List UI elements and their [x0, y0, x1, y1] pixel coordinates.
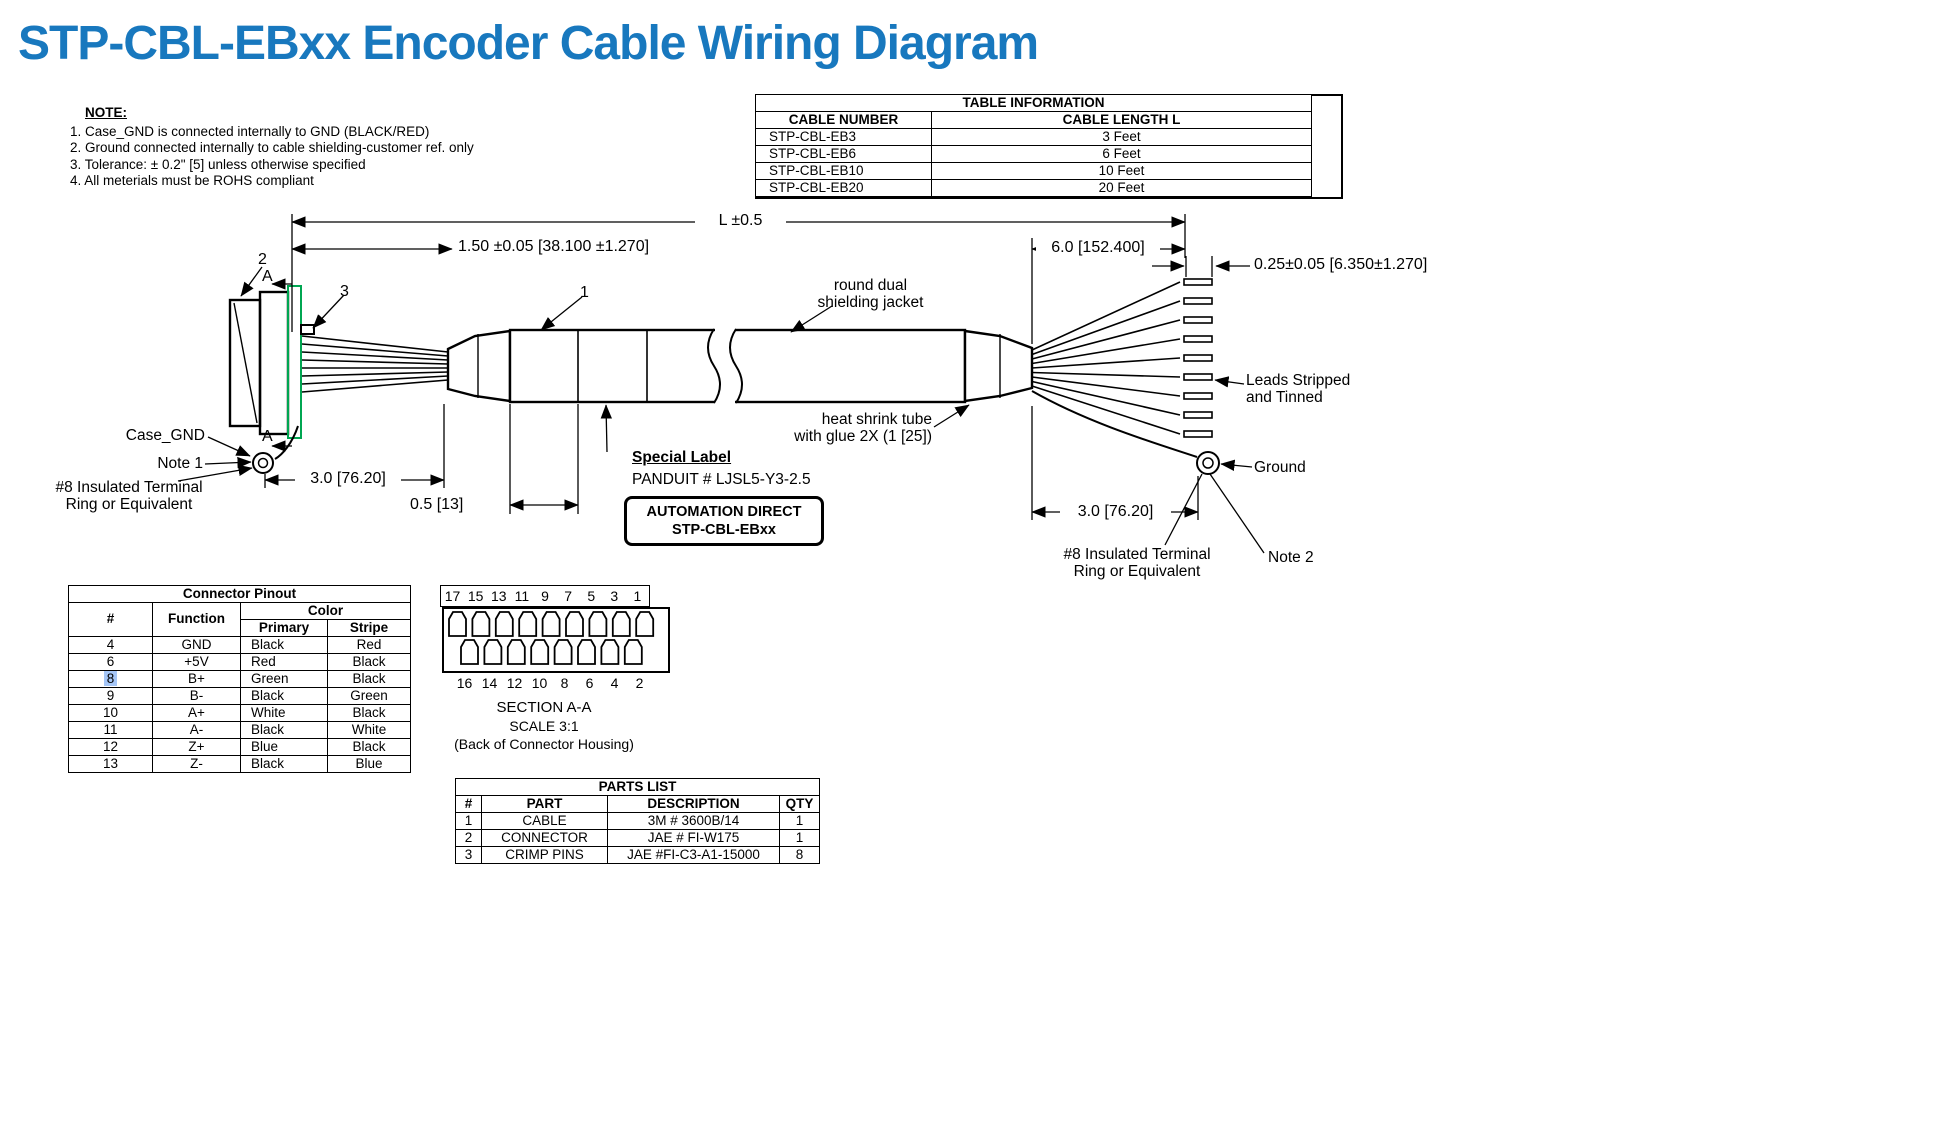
- table-row: Primary Stripe: [69, 619, 411, 637]
- left-ground-ring: [252, 425, 299, 474]
- table-row: # PART DESCRIPTION QTY: [455, 795, 821, 813]
- table-row: # Function Color: [68, 602, 411, 637]
- right-leads: [1031, 278, 1213, 438]
- table-row: Connector Pinout: [68, 585, 411, 603]
- callout-1: 1: [580, 284, 589, 301]
- section-marker-a-bottom: A: [262, 428, 273, 445]
- section-aa-scale: SCALE 3:1: [509, 718, 579, 734]
- page-title: STP-CBL-EBxx Encoder Cable Wiring Diagra…: [18, 17, 1039, 70]
- parts-list-title: PARTS LIST: [454, 778, 821, 796]
- label-terminal-ring-right: #8 Insulated Terminal Ring or Equivalent: [1063, 546, 1211, 580]
- brand-line-2: STP-CBL-EBxx: [672, 522, 776, 538]
- col-num: #: [68, 602, 153, 637]
- dim-overall: L ±0.5: [695, 212, 786, 230]
- col-function: Function: [152, 602, 241, 637]
- dim-right-section: 6.0 [152.400]: [1036, 239, 1160, 257]
- col-primary: Primary: [240, 619, 328, 637]
- label-panduit-part: PANDUIT # LJSL5-Y3-2.5: [632, 471, 811, 488]
- label-case-gnd: Case_GND: [125, 427, 205, 444]
- label-shielding-jacket: round dual shielding jacket: [817, 277, 924, 311]
- note-item: 4. All meterials must be ROHS compliant: [70, 173, 314, 188]
- table-row: PARTS LIST: [454, 778, 821, 796]
- right-boot: [963, 329, 1034, 403]
- label-leads-stripped: Leads Stripped and Tinned: [1246, 372, 1351, 406]
- connector-pinout-table: Connector Pinout # Function Color Primar…: [68, 585, 411, 773]
- table-row: TABLE INFORMATION: [754, 94, 1313, 112]
- section-aa-housing: [442, 607, 670, 673]
- note-item: 2. Ground connected internally to cable …: [70, 140, 474, 155]
- section-aa-subcaption: (Back of Connector Housing): [454, 736, 634, 752]
- right-ground-ring: [1031, 390, 1220, 475]
- cable-body: [508, 327, 967, 405]
- col-cable-length: CABLE LENGTH L: [930, 111, 1313, 129]
- note-item: 1. Case_GND is connected internally to G…: [70, 124, 430, 139]
- dim-left-ground: 3.0 [76.20]: [295, 470, 401, 488]
- dim-left-boot: 1.50 ±0.05 [38.100 ±1.270]: [458, 238, 650, 255]
- label-terminal-ring-left: #8 Insulated Terminal Ring or Equivalent: [55, 479, 203, 513]
- label-special-label: Special Label: [632, 449, 732, 466]
- col-color: Color: [240, 602, 411, 620]
- dim-label-offset: 0.5 [13]: [410, 496, 464, 513]
- highlighted-pin-8: 8: [103, 671, 118, 686]
- section-aa-pins: [448, 611, 655, 665]
- section-marker-a-top: A: [262, 268, 273, 285]
- label-ground: Ground: [1254, 459, 1306, 476]
- brand-line-1: AUTOMATION DIRECT: [646, 504, 802, 520]
- label-heat-shrink: heat shrink tube with glue 2X (1 [25]): [794, 411, 932, 445]
- left-connector: [228, 285, 315, 439]
- notes-heading: NOTE:: [85, 105, 127, 120]
- automation-direct-label-box: AUTOMATION DIRECT STP-CBL-EBxx: [624, 496, 824, 546]
- col-cable-number: CABLE NUMBER: [755, 111, 932, 129]
- label-note-1: Note 1: [157, 455, 203, 472]
- leader-lines: [177, 266, 1265, 554]
- section-aa-caption: SECTION A-A: [496, 699, 592, 716]
- left-boot: [446, 329, 512, 403]
- table-information-title: TABLE INFORMATION: [754, 94, 1313, 112]
- callout-3: 3: [340, 283, 349, 300]
- left-wire-bundle: [301, 335, 449, 393]
- table-information: TABLE INFORMATION CABLE NUMBER CABLE LEN…: [754, 94, 1313, 197]
- col-stripe: Stripe: [327, 619, 411, 637]
- callout-2: 2: [258, 251, 267, 268]
- dim-right-ground: 3.0 [76.20]: [1060, 503, 1171, 521]
- note-item: 3. Tolerance: ± 0.2" [5] unless otherwis…: [70, 157, 366, 172]
- table-row: CABLE NUMBER CABLE LENGTH L: [755, 111, 1313, 129]
- label-note-2: Note 2: [1268, 549, 1314, 566]
- dim-strip: 0.25±0.05 [6.350±1.270]: [1254, 256, 1428, 273]
- pinout-title: Connector Pinout: [68, 585, 411, 603]
